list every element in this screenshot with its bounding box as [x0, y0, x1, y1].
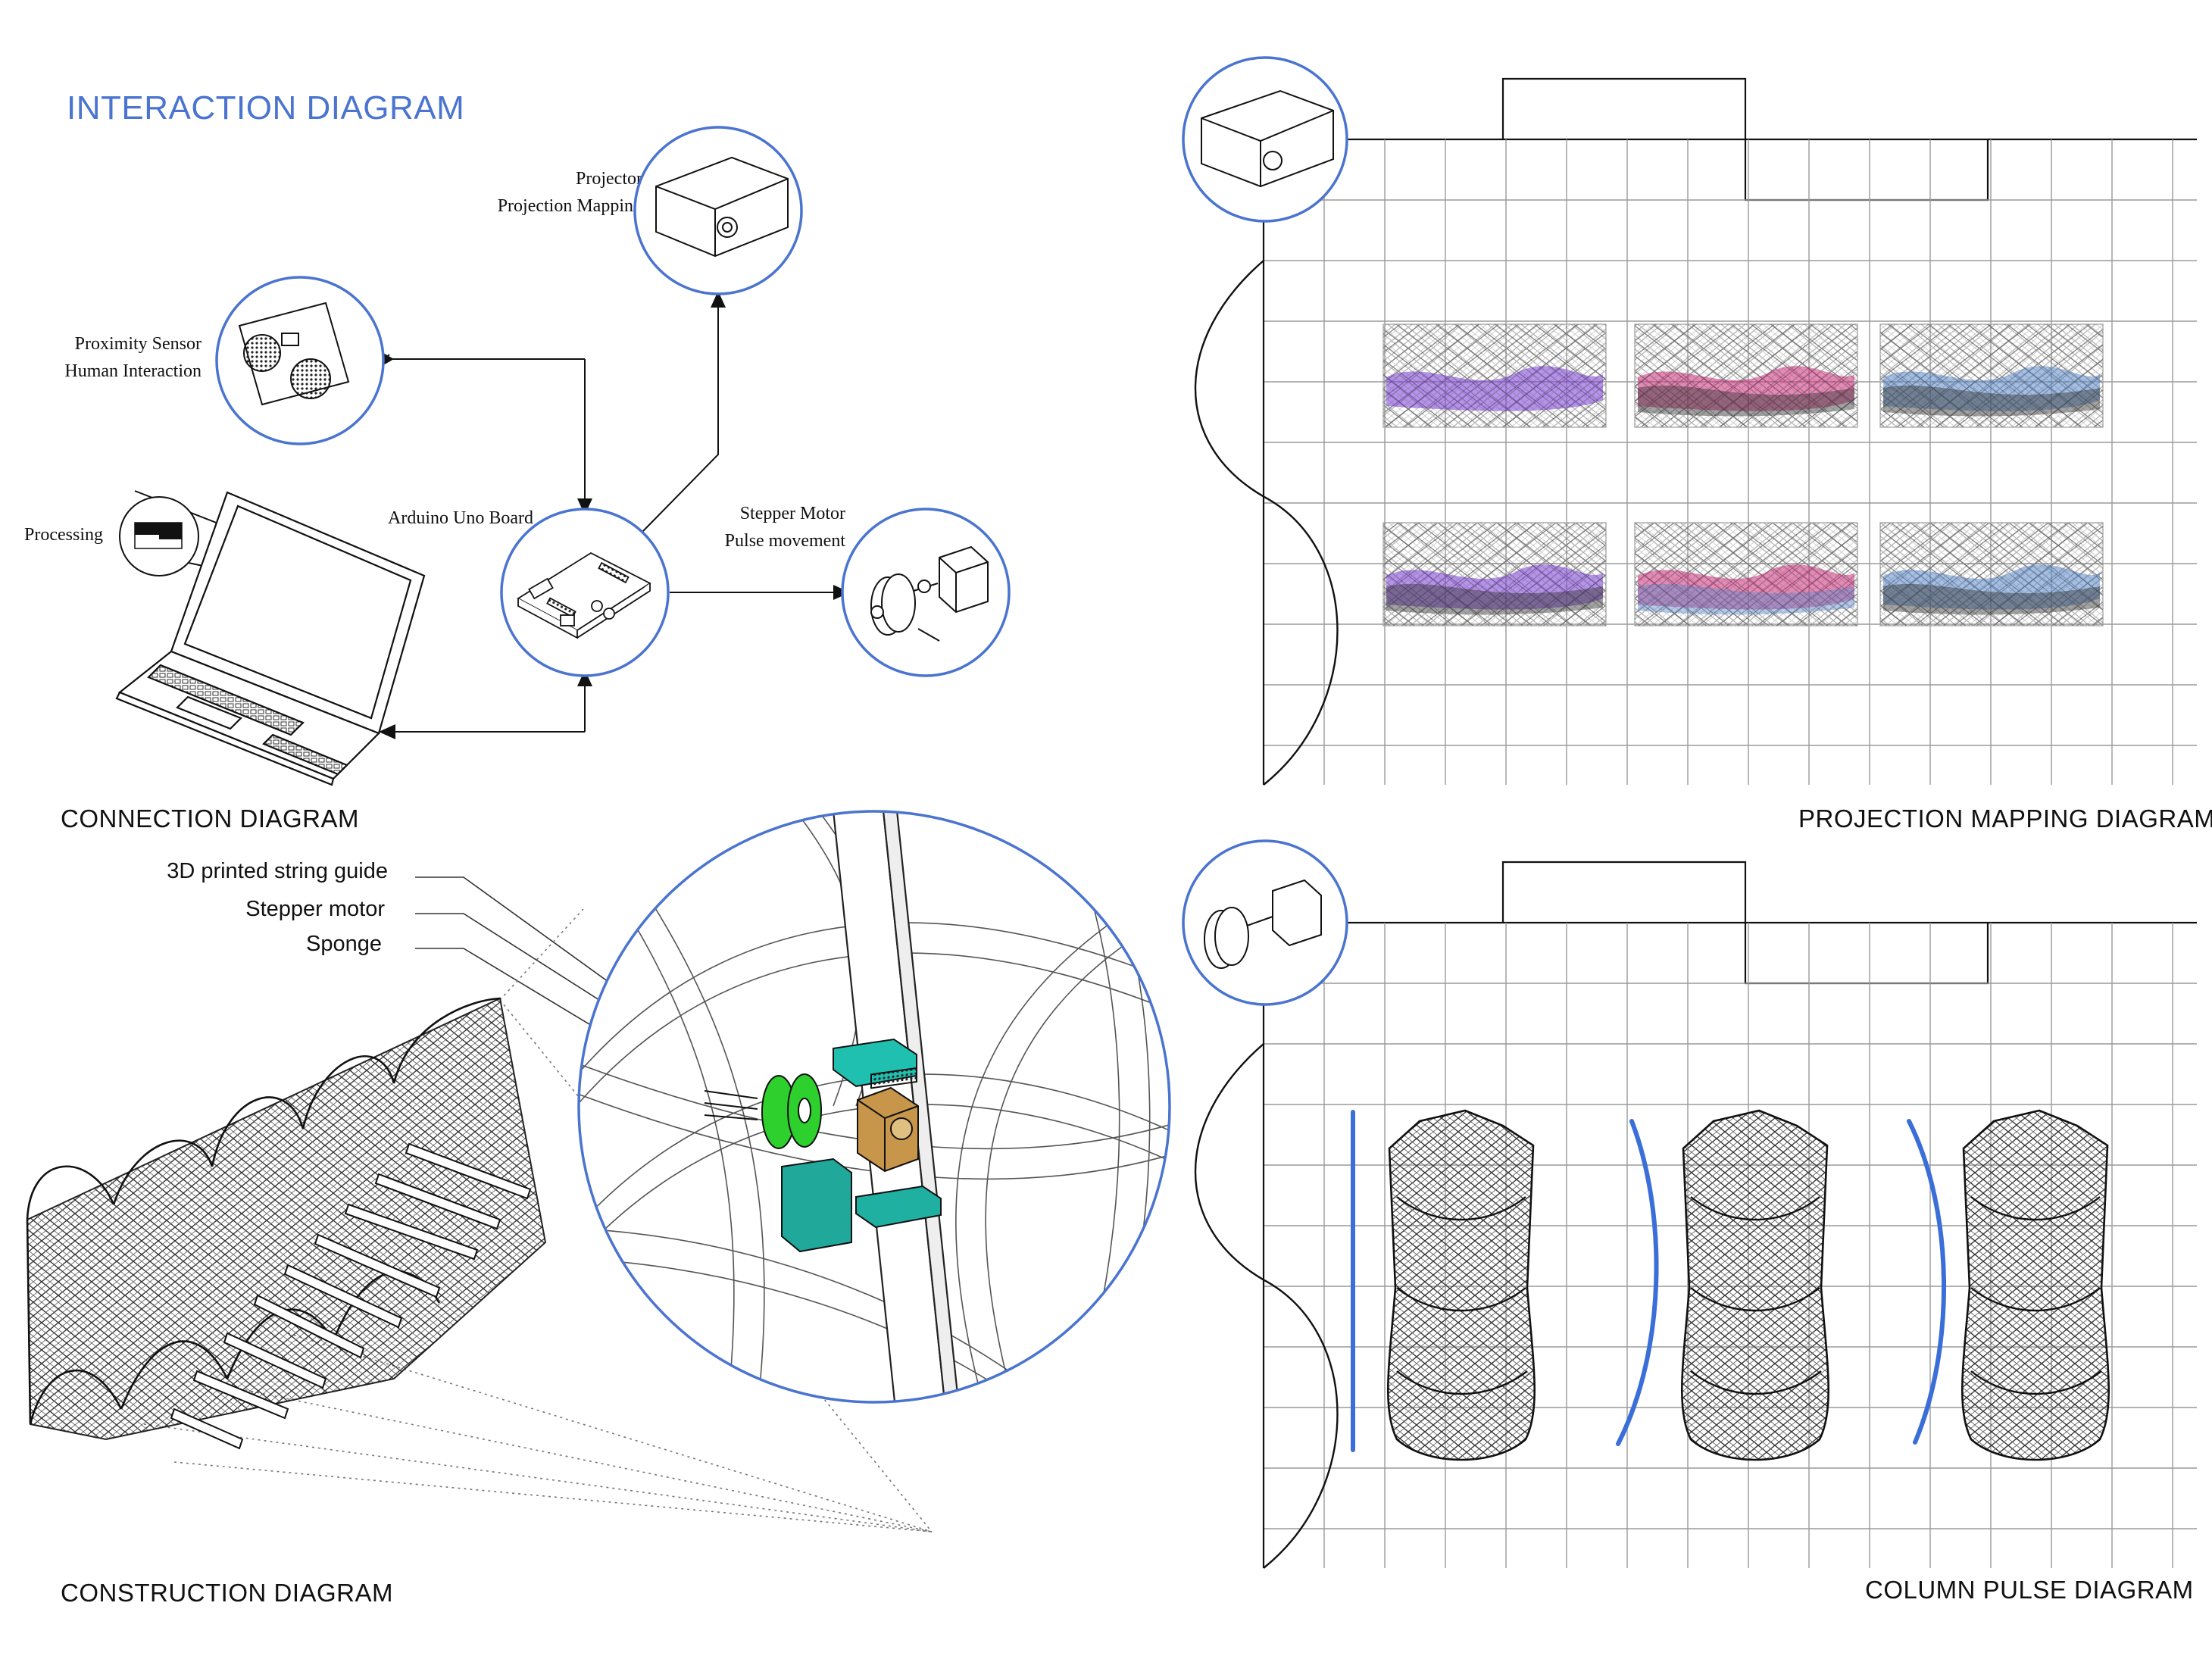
column-lattice-icon	[1387, 1109, 1536, 1461]
sensor-label: Proximity Sensor Human Interaction	[30, 330, 202, 385]
processing-label-line1: Processing	[24, 525, 103, 545]
page-title: INTERACTION DIAGRAM	[67, 89, 465, 127]
projector-node	[633, 126, 803, 295]
stepper-label-line2: Pulse movement	[724, 531, 845, 551]
projection-lattice-panel	[1879, 323, 2104, 428]
pulse-column	[1961, 1109, 2110, 1461]
stepper-motor-part	[857, 1086, 919, 1173]
connection-diagram-label: CONNECTION DIAGRAM	[61, 805, 360, 833]
column-lattice-icon	[26, 997, 547, 1450]
processing-label: Processing	[24, 521, 103, 548]
projector-label: Projector Projection Mapping	[455, 165, 642, 220]
arduino-label: Arduino Uno Board	[388, 505, 533, 532]
projection-mapping-diagram-label: PROJECTION MAPPING DIAGRAM	[1798, 805, 2212, 833]
sensor-node	[215, 276, 385, 445]
arduino-board-icon	[517, 551, 651, 639]
stepper-node	[841, 508, 1011, 677]
sponge-block-parts	[781, 1038, 942, 1253]
projector-label-line1: Projector	[576, 169, 642, 189]
pulse-line-curved-2	[1907, 1119, 1946, 1445]
projection-frame	[1347, 77, 2197, 202]
projection-grid	[1182, 56, 2197, 786]
proximity-sensor-icon	[238, 301, 350, 406]
projection-lattice-panel	[1879, 522, 2104, 626]
projection-lattice-panel	[1634, 323, 1858, 428]
projector-label-line2: Projection Mapping	[497, 196, 642, 216]
callout-string-guide: 3D printed string guide	[167, 859, 388, 883]
processing-node	[119, 496, 199, 576]
projection-wave	[1195, 260, 1339, 786]
processing-window-icon	[135, 523, 182, 535]
projector-icon	[655, 156, 789, 258]
stepper-motor-icon	[870, 545, 989, 642]
pulse-frame	[1347, 861, 2197, 985]
spool-green-part	[704, 1073, 822, 1149]
pulse-grid	[1182, 839, 2197, 1569]
column-lattice-icon	[1961, 1109, 2110, 1461]
projection-lattice-panel	[1382, 522, 1607, 626]
pulse-stepper-node	[1182, 839, 1348, 1006]
sensor-arrow-head	[383, 353, 394, 365]
laptop-icon	[115, 491, 426, 786]
sensor-label-line1: Proximity Sensor	[74, 334, 202, 354]
callout-stepper-motor: Stepper motor	[245, 897, 385, 921]
sensor-label-line2: Human Interaction	[64, 361, 202, 381]
pulse-column	[1387, 1109, 1536, 1461]
projection-lattice-panel	[1634, 522, 1858, 626]
projection-lattice-panel	[1382, 323, 1607, 428]
pulse-wave	[1195, 1043, 1339, 1569]
arduino-node	[500, 508, 670, 677]
pulse-line-curved	[1616, 1119, 1659, 1446]
construction-detail	[577, 810, 1171, 1404]
column-pulse-diagram-label: COLUMN PULSE DIAGRAM	[1865, 1576, 2194, 1604]
arduino-label-line1: Arduino Uno Board	[388, 508, 533, 528]
pulse-column	[1681, 1109, 1829, 1461]
callout-sponge: Sponge	[306, 932, 382, 956]
column-lattice-icon	[1681, 1109, 1829, 1461]
construction-diagram-label: CONSTRUCTION DIAGRAM	[61, 1579, 393, 1607]
projection-projector-node	[1182, 56, 1348, 223]
stepper-label-line1: Stepper Motor	[739, 504, 845, 523]
stepper-label: Stepper Motor Pulse movement	[667, 500, 845, 555]
zoom-projection-lines	[143, 908, 933, 1532]
